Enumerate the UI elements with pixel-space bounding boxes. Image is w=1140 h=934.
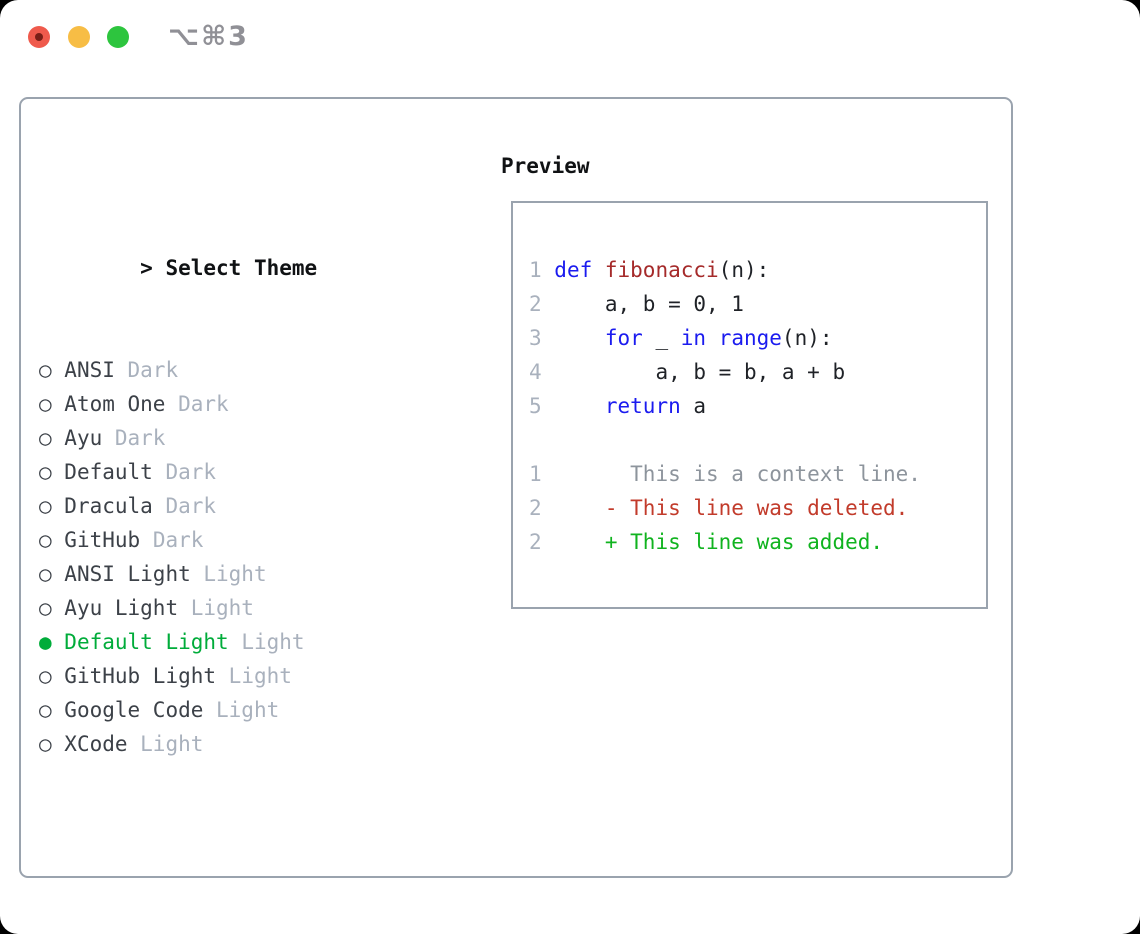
theme-variant: Dark: [165, 494, 217, 518]
window-title: ⌥⌘3: [168, 21, 249, 52]
radio-unselected-icon: ○: [39, 494, 65, 518]
theme-name: ANSI Light: [64, 562, 204, 586]
theme-menu: > Select Theme ○ ANSI Dark○ Atom One Dar…: [39, 149, 393, 934]
theme-item-ayu[interactable]: ○ Ayu Dark: [39, 421, 393, 455]
theme-name: Google Code: [64, 698, 217, 722]
theme-item-default-light[interactable]: ● Default Light Light: [39, 625, 393, 659]
theme-item-ansi-light[interactable]: ○ ANSI Light Light: [39, 557, 393, 591]
preview-code-line: 4 a, b = b, a + b: [529, 360, 846, 384]
theme-item-github-light[interactable]: ○ GitHub Light Light: [39, 659, 393, 693]
selection-cursor: >: [140, 256, 166, 280]
minimize-button[interactable]: [68, 26, 90, 48]
theme-item-dracula[interactable]: ○ Dracula Dark: [39, 489, 393, 523]
radio-unselected-icon: ○: [39, 528, 65, 552]
line-number: 2: [529, 496, 542, 520]
window-titlebar: ⌥⌘3: [0, 0, 1140, 70]
theme-variant: Dark: [114, 426, 166, 450]
theme-variant: Dark: [165, 460, 217, 484]
select-theme-header: > Select Theme: [39, 217, 393, 280]
theme-name: Atom One: [64, 392, 179, 416]
theme-item-atom-one[interactable]: ○ Atom One Dark: [39, 387, 393, 421]
radio-unselected-icon: ○: [39, 392, 65, 416]
preview-code-line: [529, 423, 921, 457]
theme-name: GitHub Light: [64, 664, 229, 688]
theme-variant: Dark: [178, 392, 229, 416]
radio-unselected-icon: ○: [39, 358, 65, 382]
theme-variant: Light: [228, 664, 292, 688]
preview-code-line: 2 a, b = 0, 1: [529, 292, 744, 316]
theme-item-ayu-light[interactable]: ○ Ayu Light Light: [39, 591, 393, 625]
theme-name: Dracula: [64, 494, 166, 518]
line-number: 5: [529, 394, 555, 418]
theme-item-default[interactable]: ○ Default Dark: [39, 455, 393, 489]
radio-unselected-icon: ○: [39, 562, 65, 586]
theme-picker-panel: > Select Theme ○ ANSI Dark○ Atom One Dar…: [19, 97, 1013, 878]
preview-code-line: 1 def fibonacci(n):: [529, 258, 770, 282]
radio-unselected-icon: ○: [39, 426, 65, 450]
preview-pane: 1 def fibonacci(n): 2 a, b = 0, 1 3 for _ …: [511, 201, 988, 609]
theme-name: Ayu: [64, 426, 115, 450]
theme-name: GitHub: [64, 528, 153, 552]
preview-code-line: 1 This is a context line.: [529, 462, 921, 486]
theme-name: XCode: [64, 732, 141, 756]
select-theme-label: Select Theme: [165, 256, 318, 280]
theme-item-github[interactable]: ○ GitHub Dark: [39, 523, 393, 557]
line-number: 2: [529, 530, 542, 554]
radio-unselected-icon: ○: [39, 664, 65, 688]
theme-list: ○ ANSI Dark○ Atom One Dark○ Ayu Dark○ De…: [39, 353, 393, 761]
theme-name: Default: [64, 460, 166, 484]
line-number: 1: [529, 258, 555, 282]
theme-variant: Light: [203, 562, 267, 586]
zoom-button[interactable]: [107, 26, 129, 48]
radio-selected-icon: ●: [39, 630, 65, 654]
radio-unselected-icon: ○: [39, 460, 65, 484]
theme-variant: Light: [216, 698, 280, 722]
radio-unselected-icon: ○: [39, 698, 65, 722]
theme-item-ansi[interactable]: ○ ANSI Dark: [39, 353, 393, 387]
preview-code-line: 3 for _ in range(n):: [529, 326, 833, 350]
preview-code-line: 5 return a: [529, 394, 707, 418]
line-number: 2: [529, 292, 555, 316]
theme-variant: Light: [140, 732, 204, 756]
line-number: 4: [529, 360, 555, 384]
theme-item-xcode[interactable]: ○ XCode Light: [39, 727, 393, 761]
preview-heading: Preview: [501, 154, 590, 178]
spacer: [39, 863, 393, 897]
radio-unselected-icon: ○: [39, 732, 65, 756]
theme-variant: Light: [190, 596, 254, 620]
theme-name: Default Light: [64, 630, 242, 654]
theme-variant: Dark: [152, 528, 204, 552]
line-number: 1: [529, 462, 542, 486]
theme-name: Ayu Light: [64, 596, 191, 620]
line-number: 3: [529, 326, 555, 350]
theme-variant: Light: [241, 630, 305, 654]
preview-code-line: 2 + This line was added.: [529, 530, 884, 554]
radio-unselected-icon: ○: [39, 596, 65, 620]
theme-variant: Dark: [127, 358, 179, 382]
close-button[interactable]: [28, 26, 50, 48]
preview-code-line: 2 - This line was deleted.: [529, 496, 909, 520]
theme-item-google-code[interactable]: ○ Google Code Light: [39, 693, 393, 727]
theme-name: ANSI: [64, 358, 128, 382]
preview-code: 1 def fibonacci(n): 2 a, b = 0, 1 3 for _ …: [529, 253, 921, 559]
